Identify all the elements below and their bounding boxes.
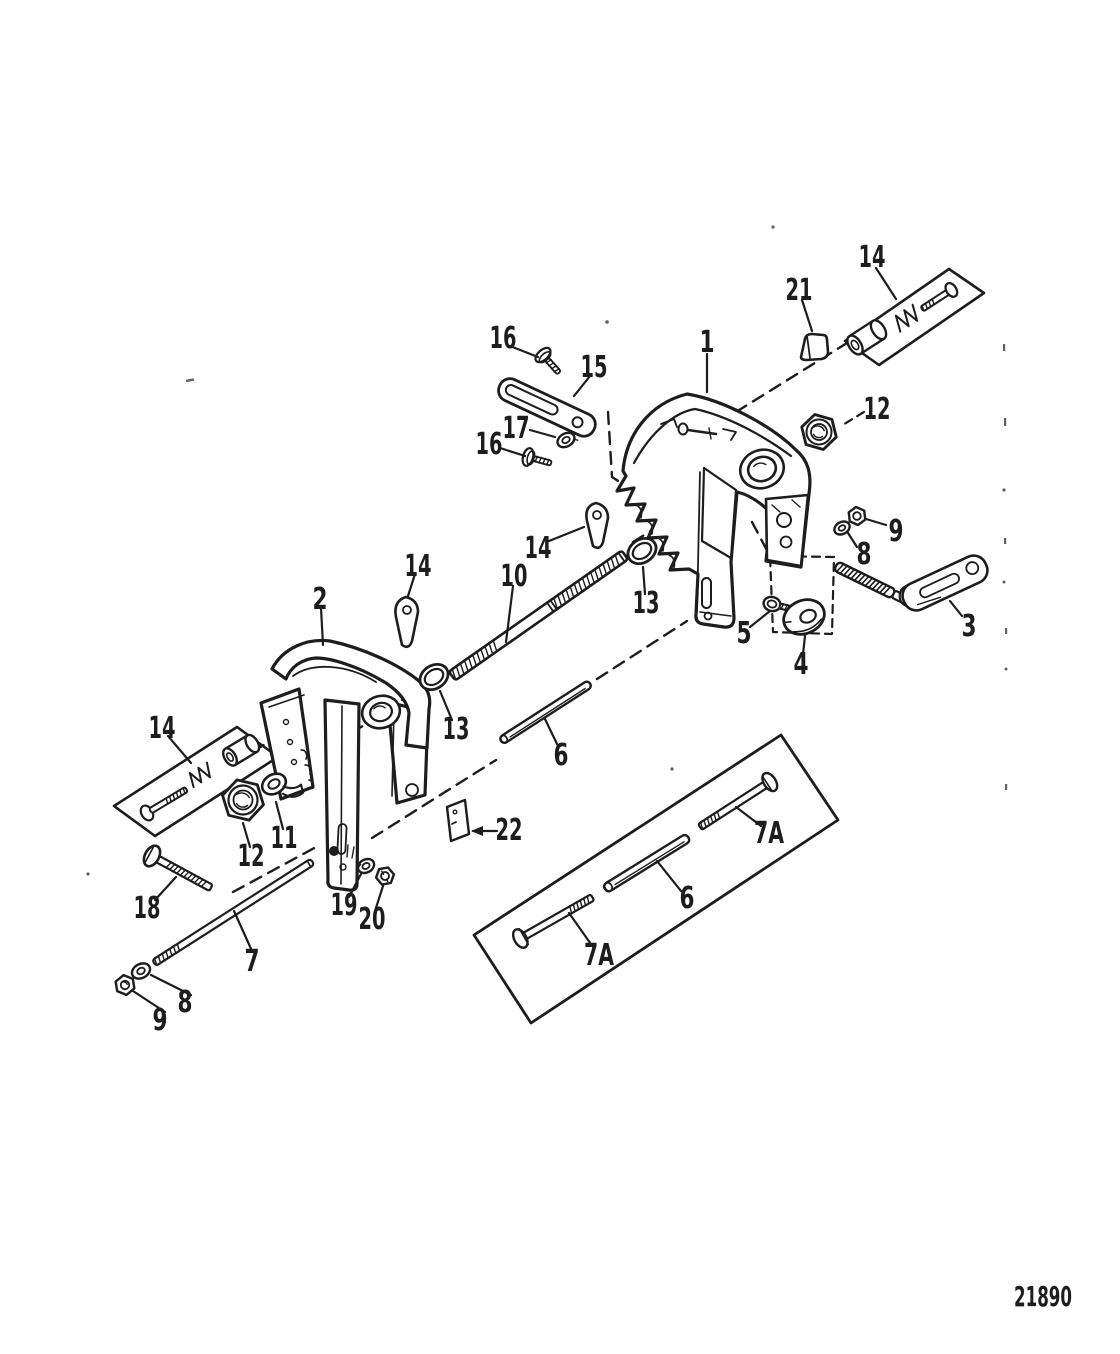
washer-19	[356, 857, 376, 875]
callout-14-left-middle: 14	[405, 549, 432, 584]
bolt-7a-upper	[697, 771, 779, 831]
screw-16-a	[534, 346, 561, 375]
drawing-number: 21890	[1014, 1280, 1072, 1313]
nut-12-left	[221, 778, 265, 822]
lever-3-body	[901, 554, 989, 612]
callout-9-right: 9	[889, 514, 904, 549]
callout-17: 17	[503, 411, 530, 446]
callout-21: 21	[786, 273, 813, 308]
nut-20	[374, 866, 396, 886]
callout-5: 5	[737, 616, 752, 651]
nut-9-right	[847, 505, 867, 527]
callout-6-upper: 6	[554, 738, 569, 773]
callout-3: 3	[962, 609, 977, 644]
callouts: 16 15 17 16 21 14 1 12 9 8 3 5 4 14 10 1…	[131, 240, 977, 1038]
nut-9-left	[114, 973, 136, 997]
bracket-1-leg-details	[635, 471, 732, 621]
callout-7a-upper: 7A	[754, 816, 785, 851]
oring-13-left	[418, 662, 450, 692]
bracket-1-boss	[738, 448, 786, 490]
bracket-2-front-leg	[323, 698, 361, 892]
callout-leader-lines	[131, 266, 964, 1014]
callout-18: 18	[134, 891, 161, 926]
plate-15	[497, 377, 597, 438]
callout-7: 7	[245, 944, 260, 979]
callout-8-right: 8	[857, 537, 872, 572]
callout-arrow-22	[471, 826, 483, 836]
rod-10	[448, 550, 629, 681]
bracket-2-boss	[360, 694, 402, 730]
wedge-14-a	[585, 501, 610, 550]
callout-2: 2	[313, 582, 328, 617]
bracket-1-pivot-pin	[660, 418, 737, 441]
screw-16-b	[521, 447, 553, 467]
callout-8-left: 8	[178, 985, 193, 1020]
bolt-14-left	[139, 786, 189, 822]
bracket-1	[615, 392, 812, 629]
scan-speckles	[86, 225, 1008, 876]
kit-box-left	[112, 725, 280, 838]
kit-box-bottom	[472, 733, 840, 1025]
bolt-18	[142, 844, 213, 892]
nut-12-right	[800, 413, 838, 451]
callout-10: 10	[501, 559, 528, 594]
callout-20: 20	[359, 902, 386, 937]
callout-6-kit: 6	[680, 881, 695, 916]
callout-9-left: 9	[153, 1003, 168, 1038]
washer-8-left	[130, 962, 152, 980]
callout-22: 22	[496, 813, 523, 848]
callout-12-left: 12	[238, 839, 265, 874]
bracket-2-arch	[270, 638, 432, 750]
oring-13-right	[626, 536, 658, 566]
bolt-7a-lower	[511, 893, 595, 949]
spring-14-left	[188, 761, 211, 789]
callout-13-left: 13	[443, 712, 470, 747]
callout-16-b: 16	[476, 427, 503, 462]
wedge-14-b	[394, 595, 420, 649]
lever-3	[833, 554, 989, 612]
callout-14-left: 14	[149, 711, 176, 746]
bracket-1-rear-leg	[764, 493, 810, 568]
callout-11: 11	[271, 821, 298, 856]
washer-17	[556, 431, 579, 449]
callout-14-middle: 14	[525, 531, 552, 566]
rod-6	[499, 680, 592, 745]
bushing-14-left	[222, 733, 261, 767]
tube-6-kit	[602, 833, 691, 893]
callout-4: 4	[794, 647, 809, 682]
washer-11	[260, 772, 305, 798]
callout-1: 1	[700, 325, 715, 360]
bracket-2-left-arm	[259, 687, 315, 801]
spring-14-top-right	[894, 303, 919, 333]
plate-22	[445, 798, 471, 843]
callout-12-right: 12	[864, 392, 891, 427]
rod-7	[152, 858, 315, 967]
cap-4	[782, 598, 826, 636]
bolt-14-top-right	[920, 281, 959, 312]
callout-leader-12-dashed	[839, 410, 866, 428]
washer-8-right	[833, 520, 851, 536]
callout-19: 19	[331, 888, 358, 923]
bushing-14-top-right	[846, 319, 888, 356]
kit-box-top-right	[843, 267, 986, 367]
callout-15: 15	[581, 350, 608, 385]
bracket-1-center-panel	[700, 466, 738, 560]
cap-21	[799, 332, 830, 362]
callout-13-right: 13	[633, 586, 660, 621]
callout-14-top-right: 14	[859, 240, 886, 275]
callout-16-a: 16	[490, 321, 517, 356]
callout-7a-lower: 7A	[584, 938, 615, 973]
bracket-2	[259, 638, 432, 892]
